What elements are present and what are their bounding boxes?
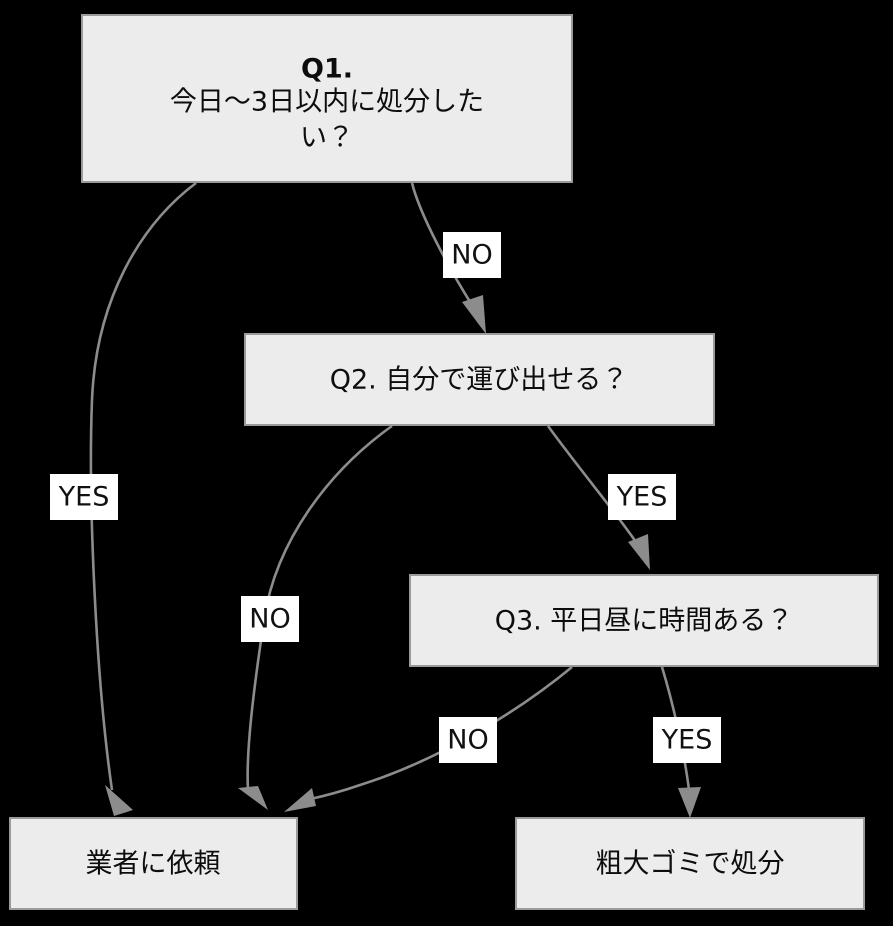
edge-path-q1-no: [410, 182, 474, 306]
arrow-head-q3-yes: [678, 787, 701, 818]
node-q1[interactable]: Q1. 今日〜3日以内に処分した い？: [81, 14, 573, 183]
node-q3-line-1: Q3. 平日昼に時間ある？: [495, 606, 794, 637]
node-q3[interactable]: Q3. 平日昼に時間ある？: [409, 574, 879, 667]
edge-q2-yes-q3: [546, 425, 650, 570]
edge-label-group: NO YES YES NO NO: [50, 232, 721, 763]
arrow-head-q2-yes: [628, 534, 650, 570]
edge-label-q1-yes-bg: [50, 474, 118, 520]
edge-label-q3-no-text: NO: [447, 725, 488, 756]
arrow-head-q1-yes: [105, 785, 133, 816]
arrow-head-q1-no: [462, 295, 486, 334]
edge-label-q1-no-text: NO: [451, 240, 492, 271]
node-group: Q1. 今日〜3日以内に処分した い？ Q2. 自分で運び出せる？ Q3. 平日…: [9, 14, 879, 910]
edge-label-q2-yes: YES: [608, 474, 676, 520]
node-q1-line-1: Q1.: [301, 54, 353, 85]
node-result-contractor-box[interactable]: [9, 817, 298, 910]
edge-q3-no-contractor: [284, 665, 573, 812]
edge-label-q2-yes-text: YES: [616, 482, 668, 513]
node-q1-box[interactable]: [81, 14, 573, 183]
edge-path-q3-no: [305, 665, 573, 802]
edge-label-q3-no-bg: [439, 717, 497, 763]
arrow-head-q2-no: [238, 786, 268, 810]
node-q2-line-1: Q2. 自分で運び出せる？: [330, 365, 629, 396]
node-result-bulky[interactable]: 粗大ゴミで処分: [515, 817, 865, 910]
edge-label-q2-no: NO: [241, 596, 299, 642]
edge-label-q2-yes-bg: [608, 474, 676, 520]
node-result-contractor-label: 業者に依頼: [86, 849, 221, 880]
edge-label-q3-no: NO: [439, 717, 497, 763]
node-result-bulky-box[interactable]: [515, 817, 865, 910]
edge-label-q1-no-bg: [443, 232, 501, 278]
node-result-contractor[interactable]: 業者に依頼: [9, 817, 298, 910]
node-q2-box[interactable]: [244, 333, 715, 426]
node-q3-box[interactable]: [409, 574, 879, 667]
node-q1-line-3: い？: [300, 123, 354, 154]
edge-q1-no-q2: [410, 182, 486, 334]
edge-label-q1-no: NO: [443, 232, 501, 278]
edge-label-q2-no-bg: [241, 596, 299, 642]
edge-label-q3-yes-bg: [653, 717, 721, 763]
edge-label-q1-yes-text: YES: [58, 482, 110, 513]
arrow-head-q3-no: [284, 788, 316, 812]
node-q1-line-2: 今日〜3日以内に処分した: [170, 87, 484, 118]
edge-path-q1-yes: [89, 181, 197, 791]
node-q2[interactable]: Q2. 自分で運び出せる？: [244, 333, 715, 426]
edge-label-q3-yes: YES: [653, 717, 721, 763]
edge-path-q2-yes: [546, 425, 640, 546]
edge-q1-yes-contractor: [89, 181, 197, 816]
edge-label-q1-yes: YES: [50, 474, 118, 520]
edge-label-q2-no-text: NO: [249, 604, 290, 635]
node-result-bulky-label: 粗大ゴミで処分: [596, 849, 785, 880]
edge-label-q3-yes-text: YES: [661, 725, 713, 756]
